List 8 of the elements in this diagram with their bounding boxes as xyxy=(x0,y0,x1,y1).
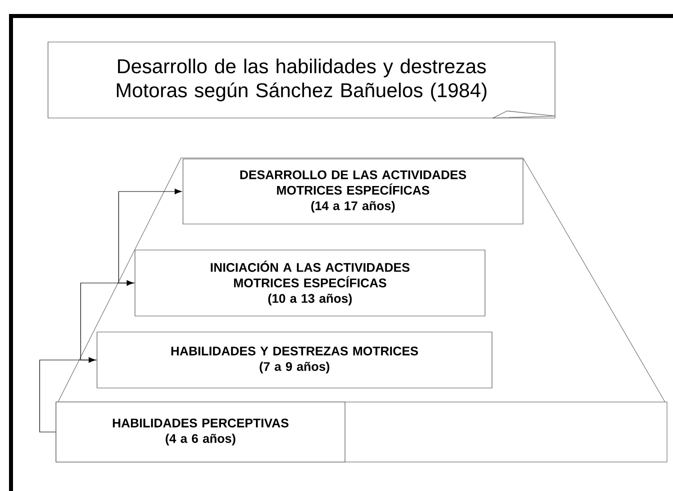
elbow-arrow xyxy=(118,188,182,284)
elbow-arrow xyxy=(39,357,96,432)
level-box: HABILIDADES PERCEPTIVAS (4 a 6 años) xyxy=(56,402,346,462)
level-box: HABILIDADES Y DESTREZAS MOTRICES (7 a 9 años) xyxy=(96,332,492,388)
level-box: INICIACIÓN A LAS ACTIVIDADES MOTRICES ESPECÍFICAS (10 a 13 años) xyxy=(134,250,486,316)
title-box: Desarrollo de las habilidades y destrezas Motoras según Sánchez Bañuelos (1984) xyxy=(48,42,556,118)
level-box: DESARROLLO DE LAS ACTIVIDADES MOTRICES ESPECÍFICAS (14 a 17 años) xyxy=(182,158,524,224)
elbow-arrow xyxy=(80,280,134,360)
